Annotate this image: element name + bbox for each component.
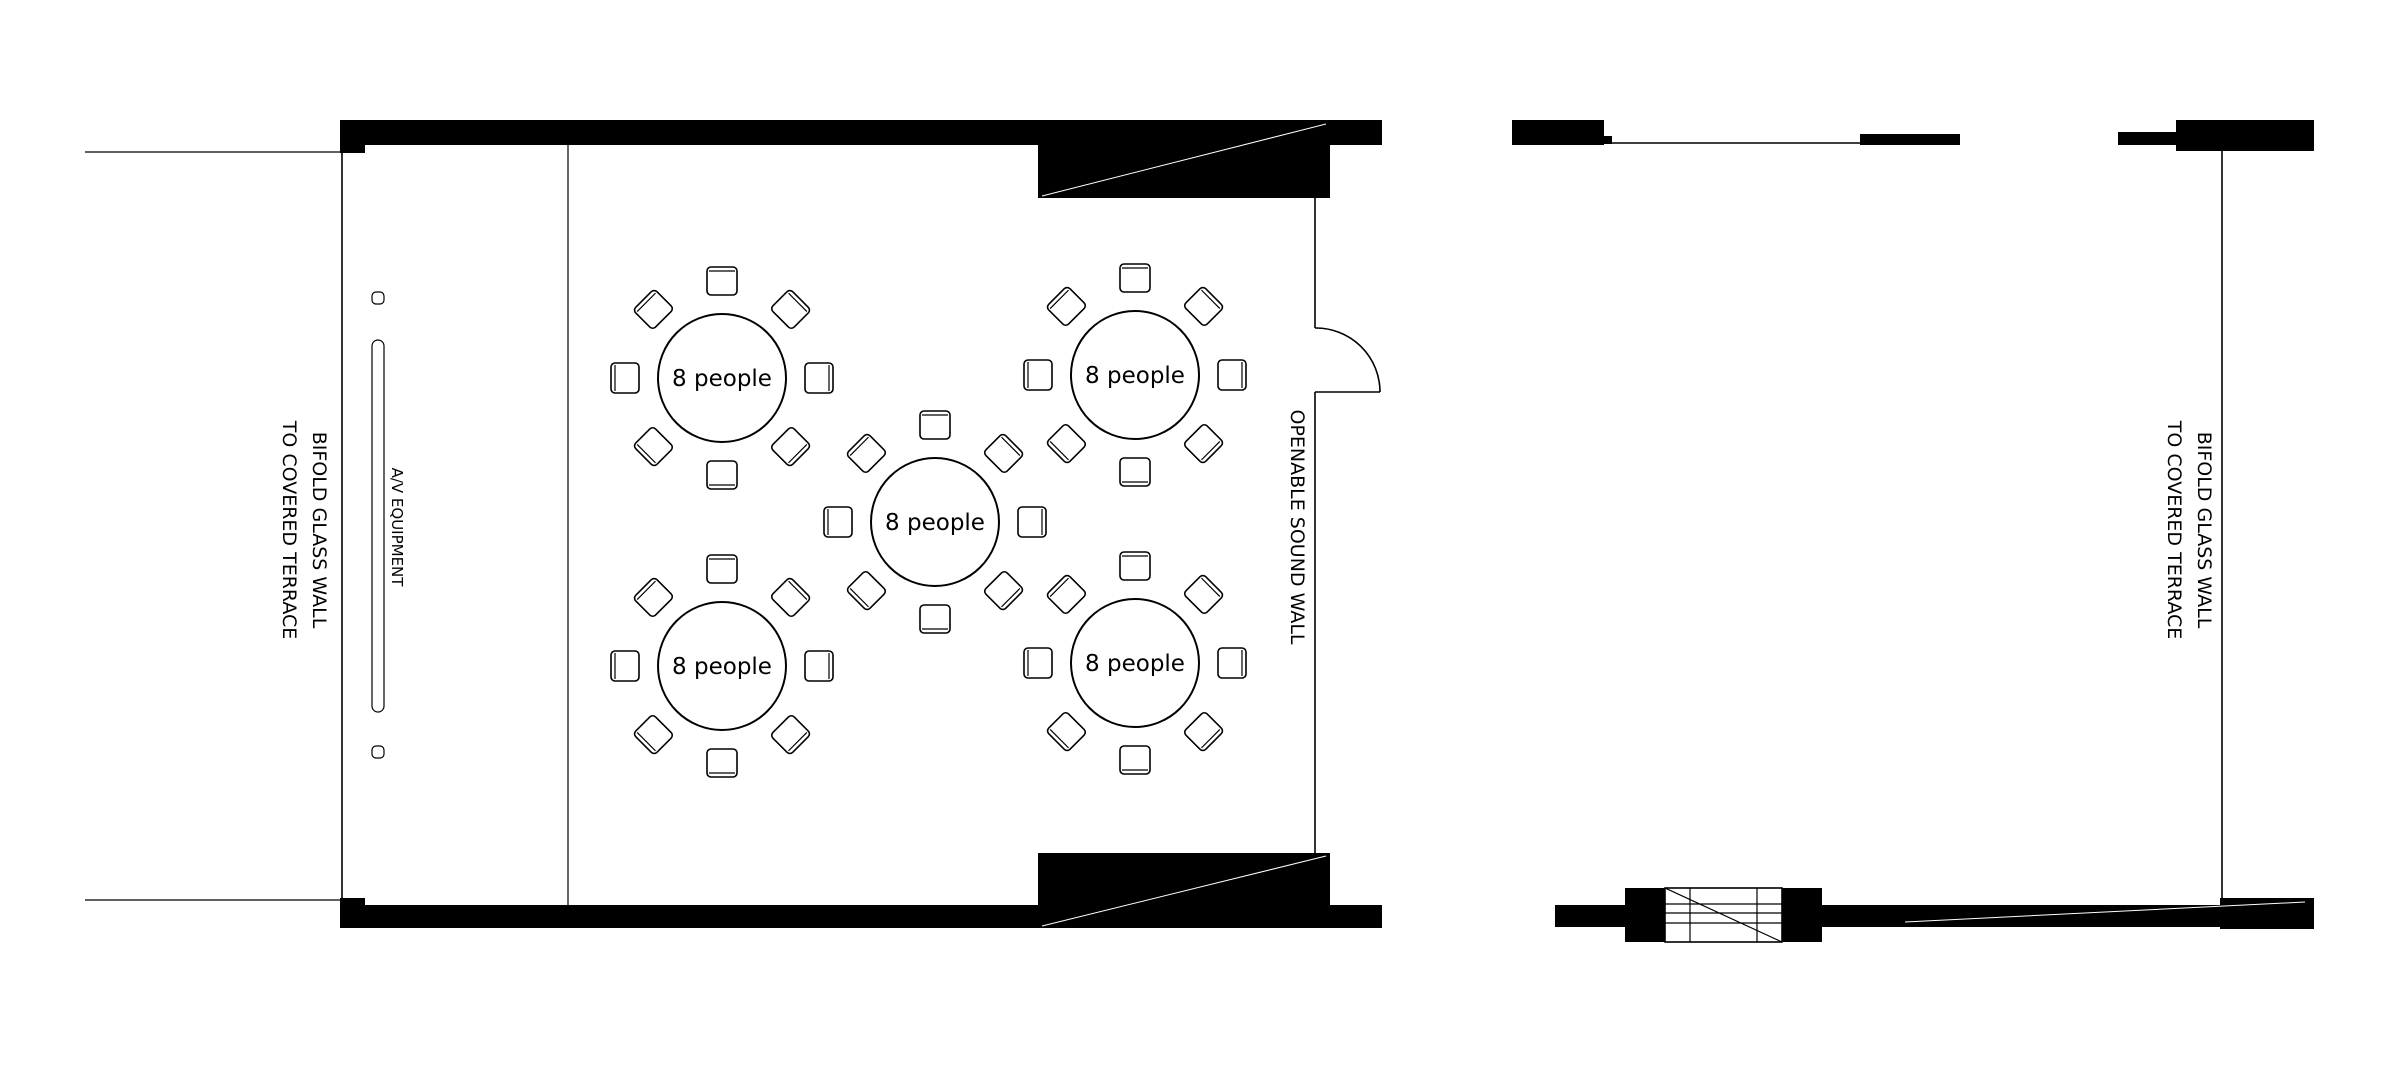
chair (706, 748, 738, 778)
av-equipment-label: A/V EQUIPMENT (388, 468, 406, 588)
chair (846, 570, 887, 611)
right-glass-wall-label-line2: TO COVERED TERRACE (2163, 420, 2185, 640)
chair (983, 570, 1024, 611)
chair (1119, 551, 1151, 581)
table-bottom-right: 8 people (1023, 551, 1247, 775)
table-bottom-left: 8 people (610, 554, 834, 778)
chair (770, 714, 811, 755)
window-jamb-right (1782, 888, 1822, 942)
av-outlet-top (371, 291, 385, 305)
left-glass-wall-label-line2: TO COVERED TERRACE (278, 420, 300, 640)
right-room-bottom-wall-end (2220, 898, 2314, 929)
right-room-bottom-wall-left (1555, 905, 1627, 927)
right-room (1512, 120, 2314, 943)
chair (610, 650, 640, 682)
chair (770, 289, 811, 330)
left-room-bottom-left-pillar (340, 898, 365, 928)
chair (823, 506, 853, 538)
table-capacity-label: 8 people (885, 510, 985, 536)
right-room-top-wall-left (1512, 120, 1604, 145)
chair (1183, 286, 1224, 327)
chair (1046, 423, 1087, 464)
chair (804, 650, 834, 682)
chair (706, 460, 738, 490)
top-wall-end (1328, 120, 1381, 145)
chair (610, 362, 640, 394)
table-capacity-label: 8 people (1085, 651, 1185, 677)
table-capacity-label: 8 people (1085, 363, 1185, 389)
chair (1046, 574, 1087, 615)
table-capacity-label: 8 people (672, 654, 772, 680)
table-top-left: 8 people (610, 266, 834, 490)
chair (770, 426, 811, 467)
right-glass-wall-label-line1: BIFOLD GLASS WALL (2193, 432, 2215, 629)
round-table (870, 457, 1000, 587)
chair (1119, 745, 1151, 775)
right-room-bottom-wall-right (1820, 905, 2310, 927)
bottom-wall-diagonal (1904, 901, 2306, 923)
chair (846, 433, 887, 474)
bottom-wall-end (1328, 905, 1381, 928)
right-room-top-wall-mid (1860, 134, 1960, 145)
chair (706, 266, 738, 296)
round-table (657, 313, 787, 443)
chair (633, 426, 674, 467)
table-center: 8 people (823, 410, 1047, 634)
chair (1023, 359, 1053, 391)
chair (1183, 711, 1224, 752)
chair (1046, 286, 1087, 327)
right-room-top-wall-right-a (2118, 132, 2178, 145)
chair (633, 577, 674, 618)
door-swing-arc (1314, 327, 1381, 393)
chair (1023, 647, 1053, 679)
right-room-top-wall-right-b (2176, 120, 2314, 151)
window-diagonal (1664, 887, 1783, 943)
chair (706, 554, 738, 584)
round-table (1070, 598, 1200, 728)
chair (770, 577, 811, 618)
chair (1017, 506, 1047, 538)
chair (1217, 647, 1247, 679)
left-glass-wall-label-line1: BIFOLD GLASS WALL (308, 432, 330, 629)
chair (1119, 457, 1151, 487)
tables-layer: 8 people 8 people 8 people 8 people 8 people (610, 263, 1247, 778)
left-room-top-left-pillar (340, 120, 365, 153)
chair (919, 410, 951, 440)
chair (1183, 423, 1224, 464)
chair (633, 714, 674, 755)
chair (804, 362, 834, 394)
window-jamb-left (1625, 888, 1665, 942)
round-table (1070, 310, 1200, 440)
chair (1046, 711, 1087, 752)
chair (1183, 574, 1224, 615)
table-top-right: 8 people (1023, 263, 1247, 487)
chair (1119, 263, 1151, 293)
right-room-top-wall-step (1602, 136, 1612, 144)
chair (1217, 359, 1247, 391)
av-outlet-bottom (371, 745, 385, 759)
sound-wall-label: OPENABLE SOUND WALL (1286, 409, 1308, 644)
round-table (657, 601, 787, 731)
table-capacity-label: 8 people (672, 366, 772, 392)
bottom-pocket-diagonal (1041, 855, 1327, 927)
chair (633, 289, 674, 330)
chair (919, 604, 951, 634)
left-room (85, 120, 1382, 928)
top-pocket-diagonal (1041, 123, 1327, 197)
av-equipment-console (371, 339, 385, 713)
chair (983, 433, 1024, 474)
